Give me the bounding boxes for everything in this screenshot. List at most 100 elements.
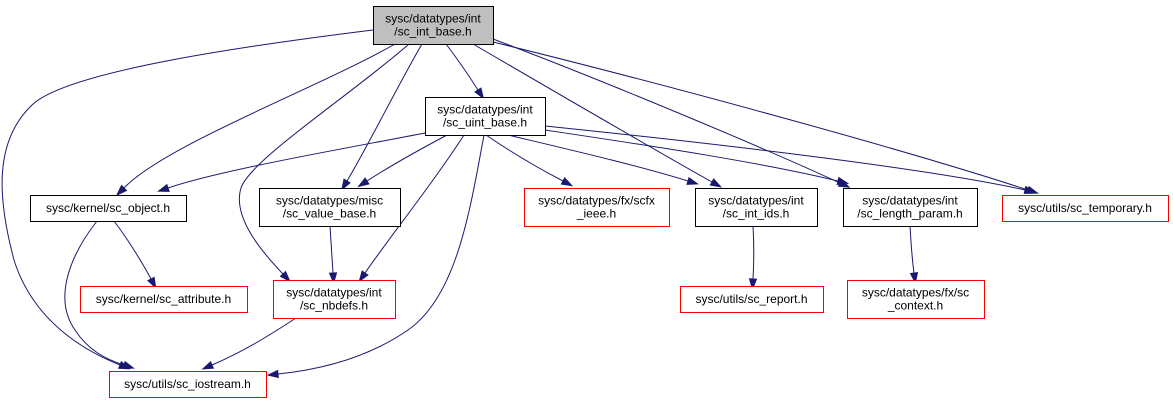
- edge-sc_uint_base-to-sc_nbdefs: [358, 134, 465, 283]
- node-scfx-ieee[interactable]: sysc/datatypes/fx/scfx_ieee.h: [524, 188, 670, 227]
- edge-sc_int_base-to-sc_uint_base: [445, 43, 485, 100]
- node-box: [80, 286, 248, 313]
- node-label: /sc_uint_base.h: [443, 116, 527, 130]
- node-label: sysc/datatypes/fx/scfx: [538, 194, 655, 208]
- edge-line: [113, 220, 152, 280]
- node-label: sysc/datatypes/int: [862, 194, 958, 208]
- edge-arrowhead: [115, 184, 128, 197]
- edge-sc_int_base-to-sc_int_ids: [472, 43, 723, 188]
- node-box: [680, 286, 824, 313]
- edge-line: [752, 225, 755, 280]
- node-sc-length-param[interactable]: sysc/datatypes/int/sc_length_param.h: [843, 188, 978, 227]
- edge-sc_length_param-to-sc_context: [909, 225, 919, 285]
- edge-sc_uint_base-to-sc_object: [157, 132, 426, 192]
- edge-sc_int_base-to-sc_object: [115, 43, 396, 197]
- edge-sc_int_base-to-sc_value_base: [341, 43, 423, 191]
- edge-line: [366, 134, 448, 182]
- node-sc-attribute[interactable]: sysc/kernel/sc_attribute.h: [80, 286, 248, 313]
- edge-arrowhead: [474, 87, 485, 100]
- edge-arrowhead: [709, 178, 723, 188]
- node-box: [259, 188, 401, 227]
- node-label: /sc_length_param.h: [857, 207, 962, 221]
- edge-sc_uint_base-to-sc_temporary: [544, 125, 1037, 194]
- node-box: [273, 280, 396, 319]
- edge-sc_int_base-to-sc_temporary: [492, 41, 1039, 194]
- node-box: [843, 188, 978, 227]
- edge-line: [445, 43, 479, 91]
- edge-sc_int_base-to-sc_nbdefs: [238, 43, 410, 283]
- node-sc-iostream[interactable]: sysc/utils/sc_iostream.h: [109, 371, 267, 398]
- edge-line: [123, 43, 396, 189]
- edge-sc_uint_base-to-sc_int_ids: [507, 134, 700, 185]
- node-box: [109, 371, 267, 398]
- edge-line: [544, 129, 839, 182]
- edge-sc_int_ids-to-sc_report: [748, 225, 758, 291]
- node-label: sysc/datatypes/int: [385, 12, 481, 26]
- node-label: sysc/datatypes/int: [708, 194, 804, 208]
- edge-arrowhead: [266, 369, 279, 379]
- node-layer: sysc/datatypes/int/sc_int_base.hsysc/dat…: [30, 6, 1169, 398]
- edge-line: [544, 125, 1026, 191]
- node-sc-uint-base[interactable]: sysc/datatypes/int/sc_uint_base.h: [425, 97, 546, 136]
- edge-sc_uint_base-to-sc_iostream: [266, 134, 485, 379]
- node-label: sysc/utils/sc_report.h: [695, 292, 807, 306]
- node-label: sysc/datatypes/fx/sc: [862, 286, 969, 300]
- node-label: sysc/utils/sc_temporary.h: [1018, 201, 1152, 215]
- edge-sc_int_base-to-sc_length_param: [492, 38, 851, 188]
- edge-line: [238, 43, 410, 275]
- edge-line: [329, 225, 334, 274]
- edge-line: [346, 43, 423, 182]
- edge-arrowhead: [748, 278, 758, 291]
- node-sc-temporary[interactable]: sysc/utils/sc_temporary.h: [1002, 195, 1169, 222]
- node-label: sysc/datatypes/misc: [276, 194, 383, 208]
- node-label: sysc/kernel/sc_object.h: [46, 201, 170, 215]
- node-label: /sc_value_base.h: [283, 207, 376, 221]
- node-label: _context.h: [887, 299, 943, 313]
- node-label: /sc_int_ids.h: [723, 207, 790, 221]
- node-sc-object[interactable]: sysc/kernel/sc_object.h: [30, 195, 187, 222]
- edge-line: [492, 38, 841, 184]
- node-label: sysc/datatypes/int: [437, 103, 533, 117]
- edge-sc_uint_base-to-scfx_ieee: [485, 134, 574, 187]
- edge-line: [909, 225, 915, 274]
- node-box: [847, 280, 985, 319]
- node-sc-value-base[interactable]: sysc/datatypes/misc/sc_value_base.h: [259, 188, 401, 227]
- node-box: [30, 195, 187, 222]
- edge-arrowhead: [686, 176, 700, 185]
- edge-line: [492, 41, 1029, 191]
- edge-line: [167, 132, 426, 189]
- node-label: sysc/kernel/sc_attribute.h: [96, 292, 231, 306]
- edge-line: [211, 317, 297, 366]
- node-sc-int-ids[interactable]: sysc/datatypes/int/sc_int_ids.h: [695, 188, 818, 227]
- edge-arrowhead: [357, 177, 370, 188]
- edge-sc_uint_base-to-sc_length_param: [544, 129, 850, 185]
- edge-arrowhead: [201, 360, 215, 370]
- edge-sc_value_base-to-sc_nbdefs: [328, 225, 338, 285]
- node-label: sysc/utils/sc_iostream.h: [124, 377, 251, 391]
- node-box: [524, 188, 670, 227]
- edge-line: [507, 134, 689, 182]
- node-box: [695, 188, 818, 227]
- edge-arrowhead: [328, 272, 338, 285]
- node-box: [1002, 195, 1169, 222]
- edge-sc_object-to-sc_attribute: [113, 220, 157, 290]
- edge-arrowhead: [147, 276, 157, 290]
- node-label: /sc_nbdefs.h: [300, 299, 368, 313]
- node-label: _ieee.h: [576, 207, 616, 221]
- node-box: [373, 6, 494, 45]
- edge-line: [485, 134, 564, 182]
- edge-line: [472, 43, 713, 183]
- edge-arrowhead: [341, 178, 351, 191]
- node-sc-nbdefs[interactable]: sysc/datatypes/int/sc_nbdefs.h: [273, 280, 396, 319]
- edge-arrowhead: [1023, 185, 1037, 194]
- edge-arrowhead: [560, 177, 574, 187]
- node-label: sysc/datatypes/int: [286, 286, 382, 300]
- edge-sc_uint_base-to-sc_value_base: [357, 134, 448, 188]
- node-sc-int-base: sysc/datatypes/int/sc_int_base.h: [373, 6, 494, 45]
- node-sc-report[interactable]: sysc/utils/sc_report.h: [680, 286, 824, 313]
- edge-sc_nbdefs-to-sc_iostream: [201, 317, 297, 370]
- edge-arrowhead: [836, 176, 850, 185]
- edge-line: [364, 134, 465, 274]
- node-sc-context[interactable]: sysc/datatypes/fx/sc_context.h: [847, 280, 985, 319]
